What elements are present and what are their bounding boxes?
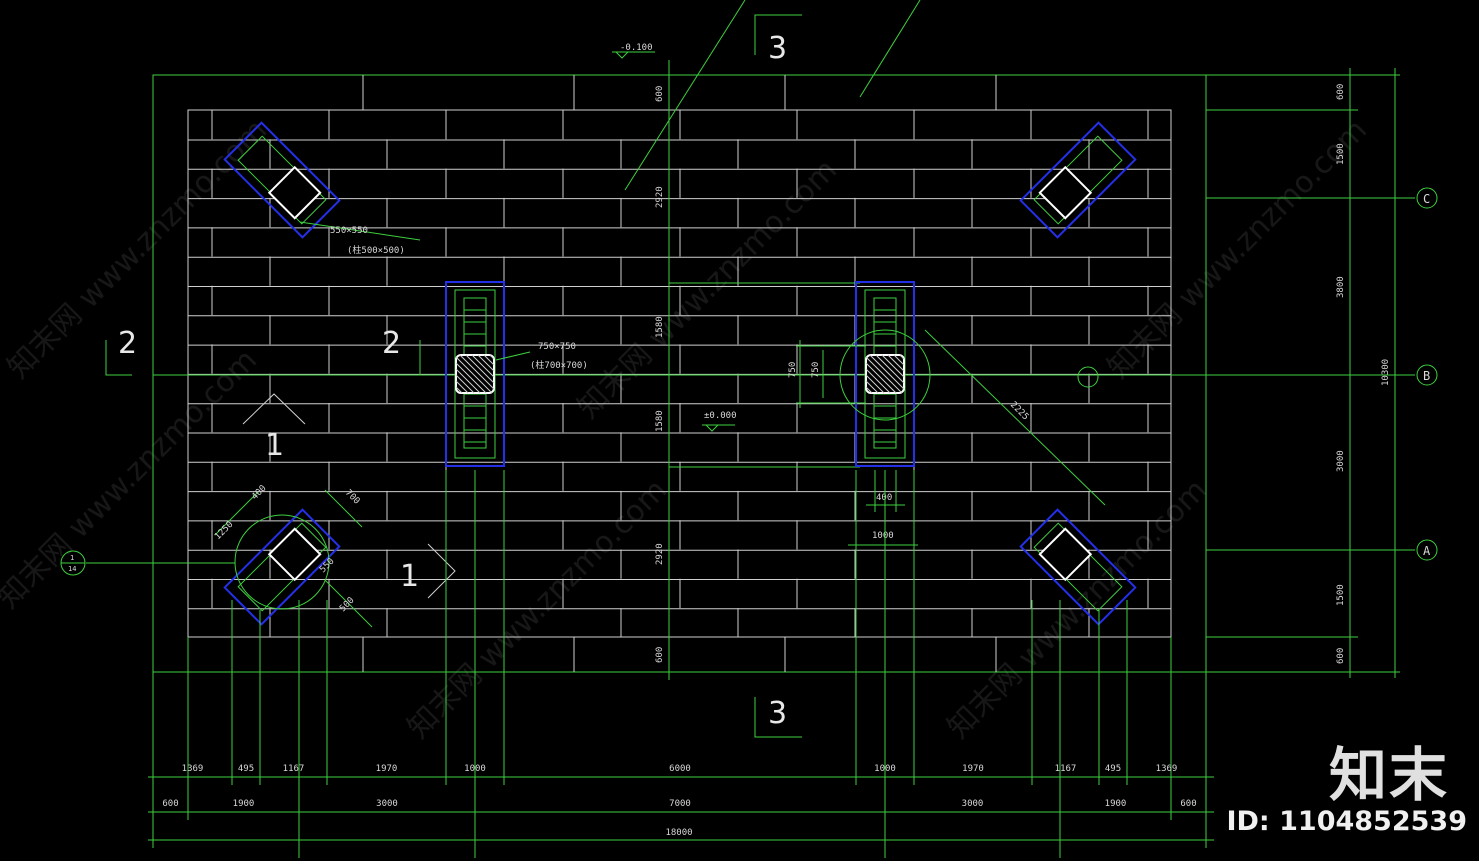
- bottom-dimension-lines: [148, 470, 1214, 858]
- paving-strips: [362, 75, 997, 672]
- dim-bottom-row2: 1900: [1105, 799, 1127, 809]
- dim-1000: 1000: [872, 531, 894, 541]
- dim-right-1500: 1500: [1336, 143, 1346, 165]
- grid-lines: [86, 0, 1415, 680]
- dim-700: 700: [343, 488, 362, 507]
- footing-label-500: (柱500×500): [347, 244, 405, 256]
- section-marks: 3 3 2 2 1 1: [105, 14, 802, 738]
- detail-ref-bottom: 14: [68, 565, 76, 573]
- dim-bottom-row1: 1167: [283, 764, 305, 774]
- section-mark-1-left: 1: [265, 428, 284, 463]
- axis-c-label: C: [1423, 192, 1430, 206]
- watermark-layer: 知末网 www.znzmo.com 知末网 www.znzmo.com 知末网 …: [0, 113, 1374, 746]
- dim-bottom-row1: 1000: [874, 764, 896, 774]
- footing-label-700: (柱700×700): [530, 359, 588, 371]
- detail-ref-top: 1: [70, 554, 74, 562]
- dim-right-600: 600: [1336, 84, 1346, 100]
- axis-a-circle: [1416, 539, 1438, 561]
- bottom-left-dims: [214, 489, 373, 628]
- dim-bottom-row2: 1900: [233, 799, 255, 809]
- dim-bottom-row1: 1000: [464, 764, 486, 774]
- axis-markers: C B A 1 14: [60, 187, 1438, 576]
- dim-right-600b: 600: [1336, 648, 1346, 664]
- dim-bottom-total: 18000: [665, 828, 692, 838]
- dim-bottom-row1: 495: [238, 764, 254, 774]
- elevation-marks: -0.100 ±0.000: [612, 43, 737, 432]
- footing-label-750: 750×750: [538, 342, 576, 352]
- dim-bottom-row2: 600: [162, 799, 178, 809]
- dim-bottom-row2: 600: [1180, 799, 1196, 809]
- dim-center-1580: 1580: [655, 316, 665, 338]
- axis-b-circle: [1416, 364, 1438, 386]
- dim-bottom-row1: 1369: [182, 764, 204, 774]
- dim-bottom-row1: 1970: [376, 764, 398, 774]
- dim-right-10300: 10300: [1381, 359, 1391, 386]
- footing-top-left: [223, 121, 341, 239]
- dim-right-3000: 3000: [1336, 450, 1346, 472]
- dim-bottom-row1: 6000: [669, 764, 691, 774]
- dim-center-2920b: 2920: [655, 543, 665, 565]
- dim-center-1580b: 1580: [655, 410, 665, 432]
- dim-center-600b: 600: [655, 647, 665, 663]
- footing-center-left: 750×750 (柱700×700): [445, 281, 588, 467]
- footing-bottom-right: [1019, 508, 1137, 626]
- dim-bottom-row2: 3000: [962, 799, 984, 809]
- dim-550: 550: [318, 557, 337, 576]
- section-mark-3-top: 3: [768, 31, 787, 66]
- axis-c-circle: [1416, 187, 1438, 209]
- section-mark-2-left: 2: [118, 326, 137, 361]
- dim-400: 400: [876, 493, 892, 503]
- dim-bottom-row1: 1970: [962, 764, 984, 774]
- axis-a-label: A: [1423, 544, 1431, 558]
- dim-center-600: 600: [655, 86, 665, 102]
- brand-logo: 知末: [1328, 741, 1449, 809]
- brick-pattern: [188, 110, 1171, 637]
- dim-400b: 400: [250, 484, 269, 503]
- outer-boundary: [152, 74, 1207, 673]
- dim-right-1500b: 1500: [1336, 584, 1346, 606]
- section-circle-right: [1077, 366, 1099, 388]
- dim-bottom-row2: 7000: [669, 799, 691, 809]
- dim-1250: 1250: [213, 520, 235, 542]
- axis-b-label: B: [1423, 369, 1430, 383]
- footing-center-right: 750 750 400 1000 2225: [788, 281, 1030, 546]
- dim-750-a: 750: [788, 362, 798, 378]
- section-mark-3-bottom: 3: [768, 696, 787, 731]
- right-dimension-lines: [1206, 68, 1400, 678]
- dim-bottom-row2: 3000: [376, 799, 398, 809]
- elevation-center: ±0.000: [704, 411, 737, 421]
- dim-bottom-row1: 1167: [1055, 764, 1077, 774]
- elevation-top: -0.100: [620, 43, 653, 53]
- dim-bottom-row1: 1369: [1156, 764, 1178, 774]
- watermark-text: 知末网 www.znzmo.com: [571, 153, 844, 426]
- footing-bottom-left: [223, 508, 341, 626]
- watermark-text: 知末网 www.znzmo.com: [0, 343, 264, 616]
- bottom-dimension-labels: 1369 495 1167 1970 1000 6000 1000 1970 1167 495 13…: [162, 764, 1196, 838]
- footing-label-550: 550×550: [330, 226, 368, 236]
- dim-bottom-row1: 495: [1105, 764, 1121, 774]
- dim-center-2920: 2920: [655, 186, 665, 208]
- section-mark-2-right: 2: [382, 326, 401, 361]
- dim-right-3800: 3800: [1336, 276, 1346, 298]
- brand-id: ID: 1104852539: [1226, 806, 1467, 837]
- section-mark-1-right: 1: [400, 559, 419, 594]
- dim-750-b: 750: [811, 362, 821, 378]
- footing-top-right: [1019, 121, 1137, 239]
- dim-500: 500: [338, 596, 357, 615]
- bottom-left-circle: [234, 514, 330, 610]
